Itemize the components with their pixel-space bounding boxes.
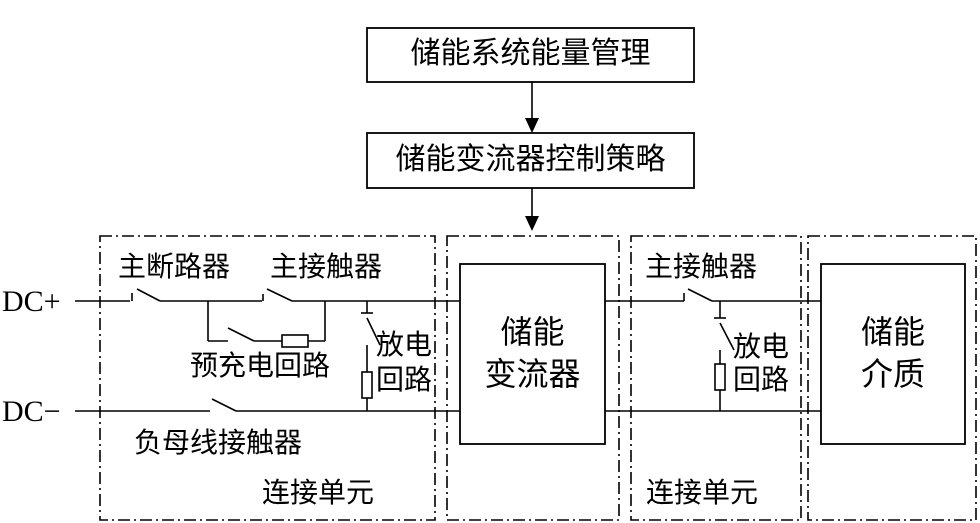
- precharge-resistor: [281, 334, 309, 348]
- pcs-control-title: 储能变流器控制策略: [395, 142, 666, 177]
- converter-unit-boundary: [446, 235, 620, 521]
- storage-medium-label-line2: 介质: [860, 355, 925, 393]
- arrowhead-2: [525, 216, 539, 231]
- discharge-left-switch: [366, 317, 381, 346]
- precharge-switch: [227, 327, 255, 342]
- right-main-contactor-blade: [687, 288, 713, 302]
- converter-label-line1: 储能: [500, 313, 565, 351]
- left-connection-unit-boundary: [99, 235, 436, 521]
- storage-medium-label-line1: 储能: [860, 313, 925, 351]
- precharge-circuit-label: 预充电回路: [190, 349, 331, 382]
- negative-contactor-blade: [211, 398, 237, 412]
- main-breaker-label: 主断路器: [118, 250, 231, 283]
- main-breaker-blade: [136, 288, 161, 302]
- discharge-left-label-line1: 放电: [376, 328, 433, 361]
- energy-management-title: 储能系统能量管理: [410, 36, 651, 71]
- right-connection-unit-label: 连接单元: [646, 476, 759, 509]
- discharge-right-label-line1: 放电: [733, 330, 790, 363]
- discharge-right-label-line2: 回路: [733, 363, 790, 396]
- right-connection-unit-boundary: [630, 235, 802, 521]
- converter-label-line2: 变流器: [484, 355, 581, 393]
- discharge-left-label-line2: 回路: [376, 363, 433, 396]
- left-connection-unit-label: 连接单元: [262, 476, 375, 509]
- converter-box: [459, 263, 606, 445]
- discharge-right-resistor: [714, 363, 726, 391]
- discharge-right-switch: [719, 322, 735, 351]
- arrowhead-1: [525, 118, 539, 133]
- dc-minus-label: DC−: [2, 395, 61, 428]
- energy-management-box: [366, 27, 695, 83]
- storage-medium-box: [820, 263, 966, 445]
- negative-bus-contactor-label: 负母线接触器: [134, 426, 303, 459]
- discharge-left-resistor: [361, 371, 373, 399]
- main-contactor-blade: [266, 288, 293, 302]
- dc-plus-label: DC+: [2, 285, 61, 318]
- storage-unit-boundary: [807, 235, 977, 521]
- pcs-control-box: [366, 132, 695, 189]
- main-contactor-label: 主接触器: [270, 250, 383, 283]
- right-main-contactor-label: 主接触器: [645, 250, 758, 283]
